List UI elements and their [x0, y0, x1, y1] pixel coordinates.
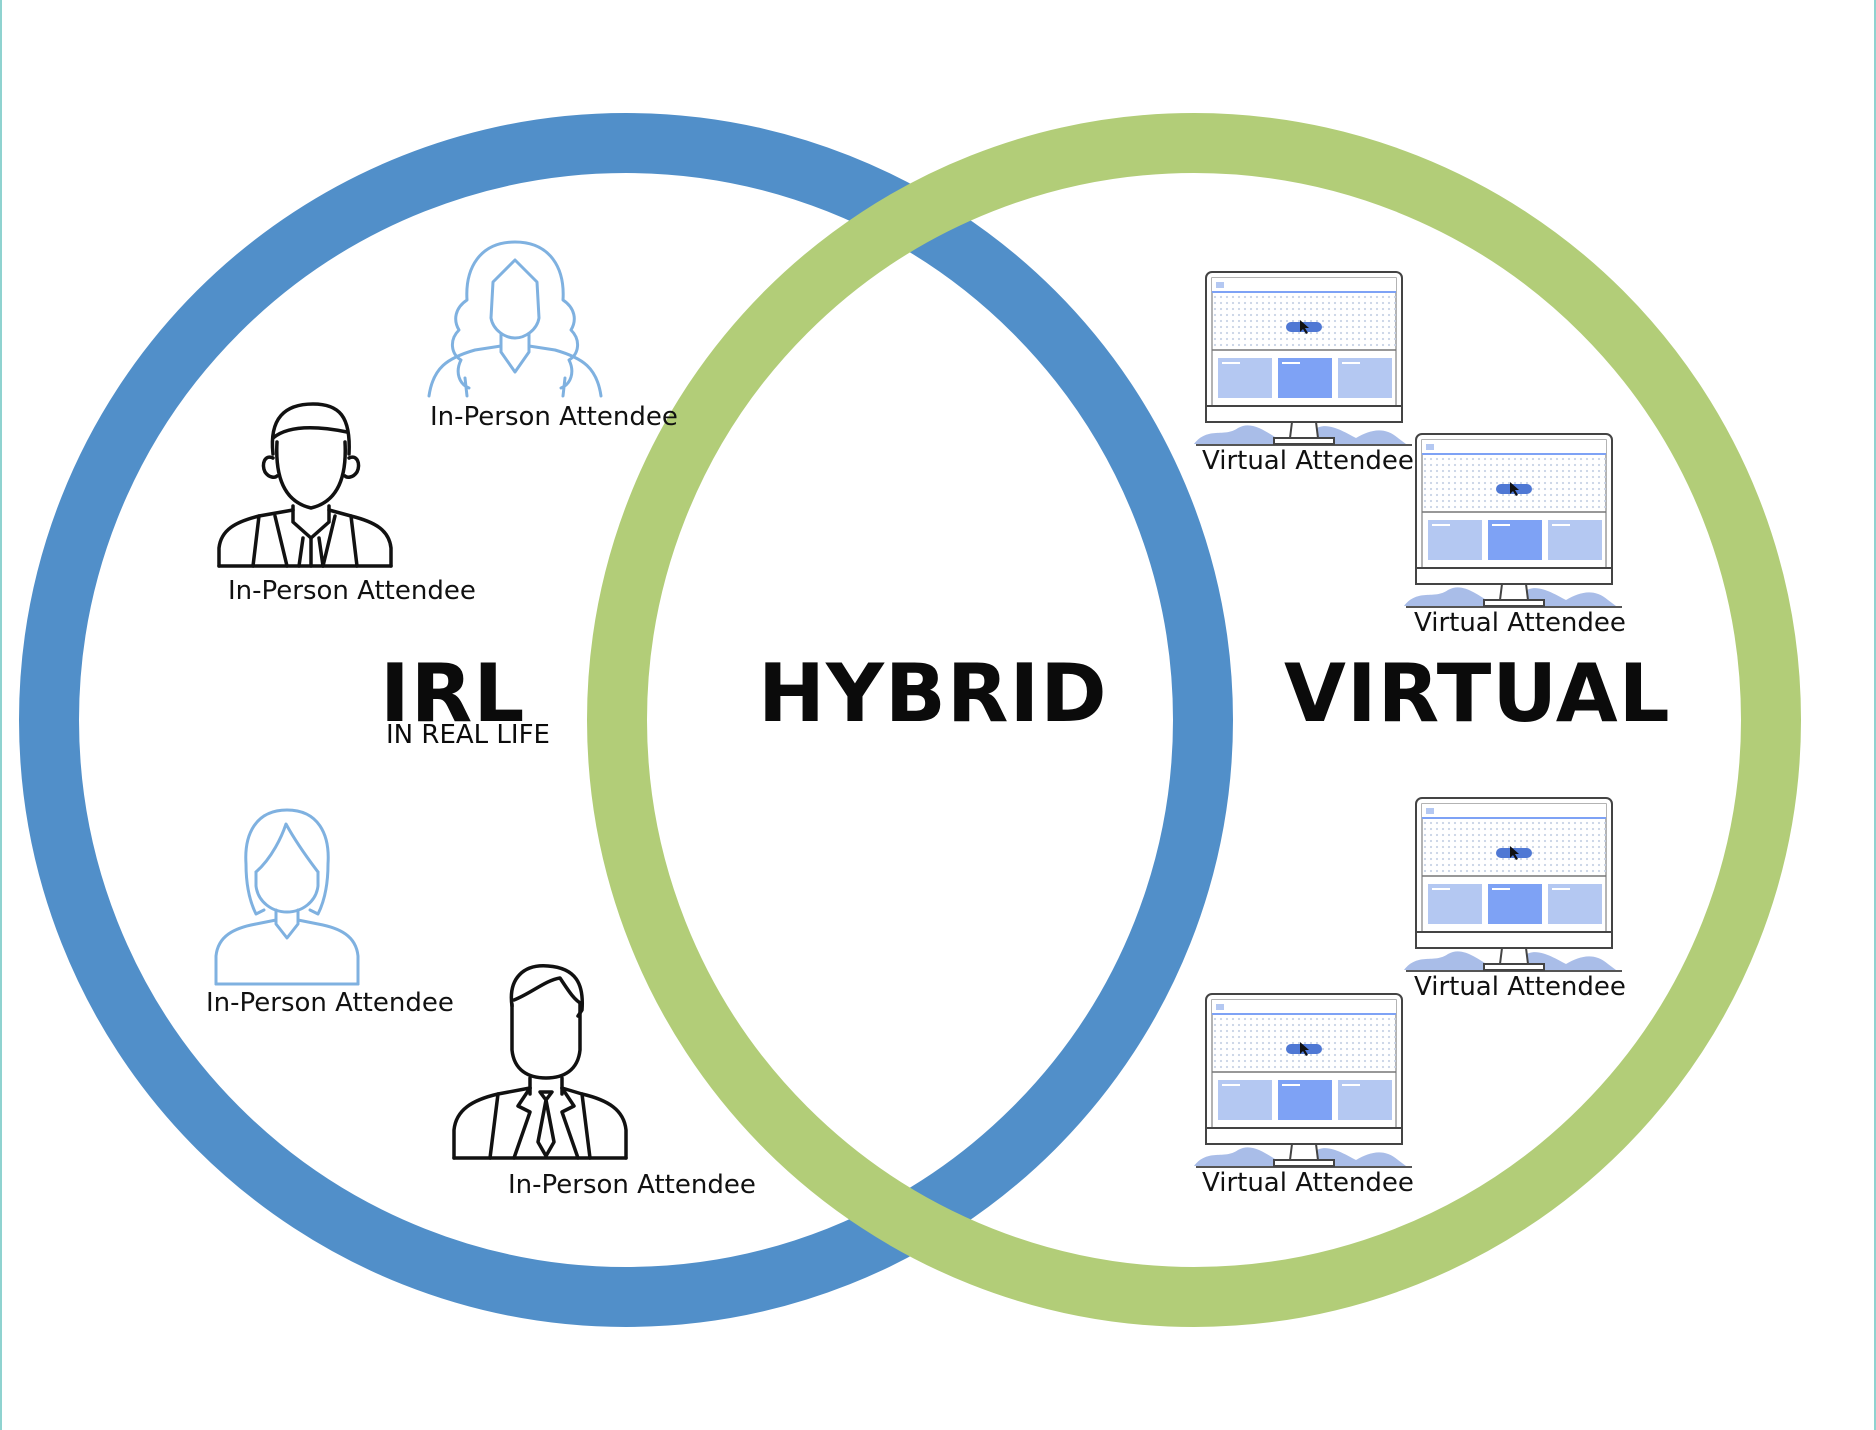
woman-curly-hair-icon [427, 240, 603, 398]
left-border [0, 0, 2, 1430]
computer-monitor-icon [1403, 797, 1623, 973]
in-person-attendee-label: In-Person Attendee [206, 988, 454, 1018]
in-person-attendee-label: In-Person Attendee [508, 1170, 756, 1200]
virtual-attendee-label: Virtual Attendee [1414, 972, 1626, 1002]
irl-title: IRL [380, 647, 526, 740]
virtual-attendee-label: Virtual Attendee [1414, 608, 1626, 638]
computer-monitor-icon [1193, 271, 1413, 447]
man-tie-icon [452, 964, 628, 1160]
virtual-attendee-label: Virtual Attendee [1202, 1168, 1414, 1198]
virtual-circle [587, 113, 1801, 1327]
irl-circle [19, 113, 1233, 1327]
virtual-title: VIRTUAL [1284, 647, 1671, 740]
in-person-attendee-label: In-Person Attendee [430, 402, 678, 432]
irl-subtitle: IN REAL LIFE [386, 720, 550, 750]
right-border [1874, 0, 1876, 1430]
woman-bob-hair-icon [214, 808, 360, 986]
man-suit-icon [217, 402, 393, 568]
hybrid-title: HYBRID [758, 647, 1108, 740]
in-person-attendee-label: In-Person Attendee [228, 576, 476, 606]
computer-monitor-icon [1403, 433, 1623, 609]
virtual-attendee-label: Virtual Attendee [1202, 446, 1414, 476]
computer-monitor-icon [1193, 993, 1413, 1169]
